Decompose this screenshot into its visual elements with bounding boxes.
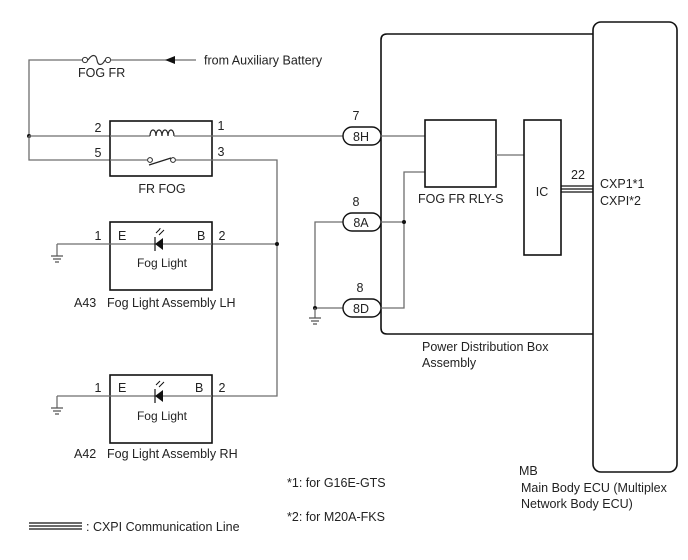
- connector-pin: 8: [357, 281, 364, 295]
- note: *1: for G16E-GTS: [287, 476, 386, 490]
- mb-name: Main Body ECU (Multiplex: [521, 481, 668, 495]
- fuse-terminal-right: [104, 56, 112, 64]
- component-id: A42: [74, 447, 96, 461]
- pin-label: 1: [95, 381, 102, 395]
- pdb-label: Assembly: [422, 356, 477, 370]
- connector-name: 8D: [353, 302, 369, 316]
- coil-icon: [149, 129, 175, 137]
- switch-terminal: [170, 157, 176, 163]
- ic-label: IC: [536, 185, 549, 199]
- mb-box: [592, 21, 678, 473]
- fog-light-rh-box: [109, 374, 213, 444]
- mb-signal-label: CXPI*2: [600, 194, 641, 208]
- component-id: A43: [74, 296, 96, 310]
- cxpi-pin: 22: [571, 168, 585, 182]
- relay-box: [109, 120, 213, 177]
- pin-label: 2: [219, 229, 226, 243]
- wire-to-pin5: [28, 136, 110, 161]
- pin-label: 2: [219, 381, 226, 395]
- pin-label: 1: [95, 229, 102, 243]
- arrow-icon: [165, 56, 175, 64]
- terminal-label: B: [195, 381, 203, 395]
- mb-name: Network Body ECU): [521, 497, 633, 511]
- cxpi-legend-icon: [29, 522, 82, 530]
- component-name: Fog Light Assembly LH: [107, 296, 236, 310]
- relay-label: FR FOG: [138, 182, 185, 196]
- cxpi-line: [561, 185, 593, 193]
- fuse-terminal-left: [81, 56, 89, 64]
- diode-icon: [155, 238, 163, 250]
- battery-source-label: from Auxiliary Battery: [204, 54, 323, 68]
- diode-icon: [155, 390, 163, 402]
- light-emission-icon: [155, 380, 165, 388]
- pin-label: 5: [95, 146, 102, 160]
- switch-terminal: [147, 157, 153, 163]
- fuse-fog-fr: [28, 54, 196, 136]
- pdb-outline: [380, 33, 593, 335]
- legend-label: : CXPI Communication Line: [86, 520, 240, 534]
- fog-light-lh: [51, 221, 213, 291]
- fog-light-inner-label: Fog Light: [137, 256, 188, 270]
- switch-icon: [148, 157, 172, 166]
- fuse-label: FOG FR: [78, 66, 125, 80]
- ground-icon: [51, 255, 63, 263]
- wire-to-fog-lights: [212, 159, 278, 397]
- fog-fr-rly-s-box: [424, 119, 497, 188]
- pdb-label: Power Distribution Box: [422, 340, 549, 354]
- terminal-label: B: [197, 229, 205, 243]
- light-emission-icon: [155, 228, 165, 236]
- mb-signal-label: CXP1*1: [600, 177, 645, 191]
- relay-fr-fog: [109, 120, 213, 177]
- junction-dot: [275, 242, 279, 246]
- fog-light-inner-label: Fog Light: [137, 409, 188, 423]
- wire-ground-to-relay: [381, 171, 425, 309]
- pin-label: 1: [218, 119, 225, 133]
- note: *2: for M20A-FKS: [287, 510, 385, 524]
- junction-dot: [402, 220, 406, 224]
- ground-icon: [309, 317, 321, 325]
- fuse-icon: [87, 54, 106, 66]
- fog-light-rh: [51, 374, 213, 444]
- wire-fuse-to-junction: [28, 59, 83, 136]
- connector-name: 8A: [353, 216, 369, 230]
- mb-code: MB: [519, 464, 538, 478]
- fog-light-lh-box: [109, 221, 213, 291]
- pin-label: 3: [218, 145, 225, 159]
- terminal-label: E: [118, 381, 126, 395]
- component-name: Fog Light Assembly RH: [107, 447, 238, 461]
- wire-ground-8a: [314, 221, 343, 308]
- ground-icon: [51, 407, 63, 415]
- rly-s-label: FOG FR RLY-S: [418, 192, 503, 206]
- terminal-label: E: [118, 229, 126, 243]
- connector-pin: 8: [353, 195, 360, 209]
- ic-box: [523, 119, 562, 256]
- pin-label: 2: [95, 121, 102, 135]
- connector-pin: 7: [353, 109, 360, 123]
- connector-name: 8H: [353, 130, 369, 144]
